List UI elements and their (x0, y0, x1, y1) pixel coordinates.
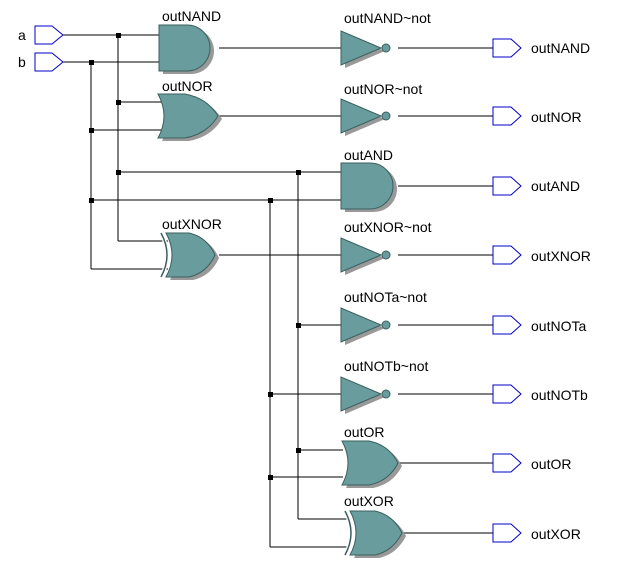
not-gate-b-label: outNOTb~not (344, 358, 429, 374)
output-pin-outnor[interactable]: outNOR (492, 106, 582, 126)
not-gate-xnor-label: outXNOR~not (344, 219, 432, 235)
output-pin-outnotb[interactable]: outNOTb (492, 384, 588, 404)
or-gate-label: outOR (344, 424, 384, 440)
input-pin-a-label: a (18, 27, 26, 43)
output-pin-outnotb-label: outNOTb (531, 387, 588, 403)
output-pin-outnand[interactable]: outNAND (492, 38, 590, 58)
input-pin-a-shape[interactable] (34, 25, 64, 45)
junction-dot (268, 392, 273, 397)
junction-dot (89, 198, 94, 203)
input-pin-a[interactable]: a (18, 25, 64, 45)
not-gate-nand-label: outNAND~not (344, 10, 431, 26)
not-gate-b[interactable]: outNOTb~not (340, 358, 429, 414)
or-gate[interactable]: outOR (341, 424, 402, 488)
junction-dot (89, 128, 94, 133)
output-pin-outxnor-shape[interactable] (492, 245, 522, 265)
output-pin-outor-shape[interactable] (492, 453, 522, 473)
junction-dot (296, 170, 301, 175)
output-pin-outor-label: outOR (531, 456, 571, 472)
input-pin-b[interactable]: b (18, 52, 64, 72)
xor-gate[interactable]: outXOR (343, 493, 406, 558)
xnor-gate[interactable]: outXNOR (159, 216, 222, 280)
xor-gate-label: outXOR (344, 493, 394, 509)
junction-dot (296, 448, 301, 453)
output-pin-outnota-label: outNOTa (531, 318, 586, 334)
output-pin-outnand-shape[interactable] (492, 38, 522, 58)
nor-gate-label: outNOR (162, 78, 213, 94)
output-pin-outor[interactable]: outOR (492, 453, 571, 473)
junction-dot (89, 60, 94, 65)
not-gate-nand[interactable]: outNAND~not (340, 10, 431, 68)
output-pin-outxnor-label: outXNOR (531, 248, 591, 264)
input-pin-b-label: b (18, 54, 26, 70)
output-pin-outnota-shape[interactable] (492, 315, 522, 335)
junction-dot (268, 198, 273, 203)
and-gate-label: outAND (344, 147, 393, 163)
junction-dot (116, 33, 121, 38)
output-pin-outxor[interactable]: outXOR (492, 523, 581, 543)
output-pin-outnand-label: outNAND (531, 40, 590, 56)
output-pin-outnor-shape[interactable] (492, 106, 522, 126)
junction-dot (268, 475, 273, 480)
output-pin-outand-shape[interactable] (492, 176, 522, 196)
output-pin-outand[interactable]: outAND (492, 176, 580, 196)
wires (63, 34, 493, 548)
output-pin-outnota[interactable]: outNOTa (492, 315, 586, 335)
nor-gate[interactable]: outNOR (157, 78, 222, 141)
input-pin-b-shape[interactable] (34, 52, 64, 72)
junction-dot (116, 170, 121, 175)
and-gate[interactable]: outAND (340, 147, 397, 212)
junction-dot (116, 100, 121, 105)
nand-gate-label: outNAND (162, 8, 221, 24)
not-gate-a-label: outNOTa~not (344, 289, 427, 305)
output-pin-outxnor[interactable]: outXNOR (492, 245, 591, 265)
not-gate-a[interactable]: outNOTa~not (340, 289, 427, 345)
output-pin-outand-label: outAND (531, 178, 580, 194)
not-gate-xnor[interactable]: outXNOR~not (340, 219, 432, 275)
nand-gate[interactable]: outNAND (158, 8, 221, 74)
junction-dot (296, 323, 301, 328)
output-pin-outxor-shape[interactable] (492, 523, 522, 543)
junctions (89, 33, 301, 480)
output-pin-outxor-label: outXOR (531, 526, 581, 542)
output-pin-outnor-label: outNOR (531, 109, 582, 125)
not-gate-nor[interactable]: outNOR~not (340, 81, 422, 136)
not-gate-nor-label: outNOR~not (344, 81, 422, 97)
output-pin-outnotb-shape[interactable] (492, 384, 522, 404)
xnor-gate-label: outXNOR (162, 216, 222, 232)
